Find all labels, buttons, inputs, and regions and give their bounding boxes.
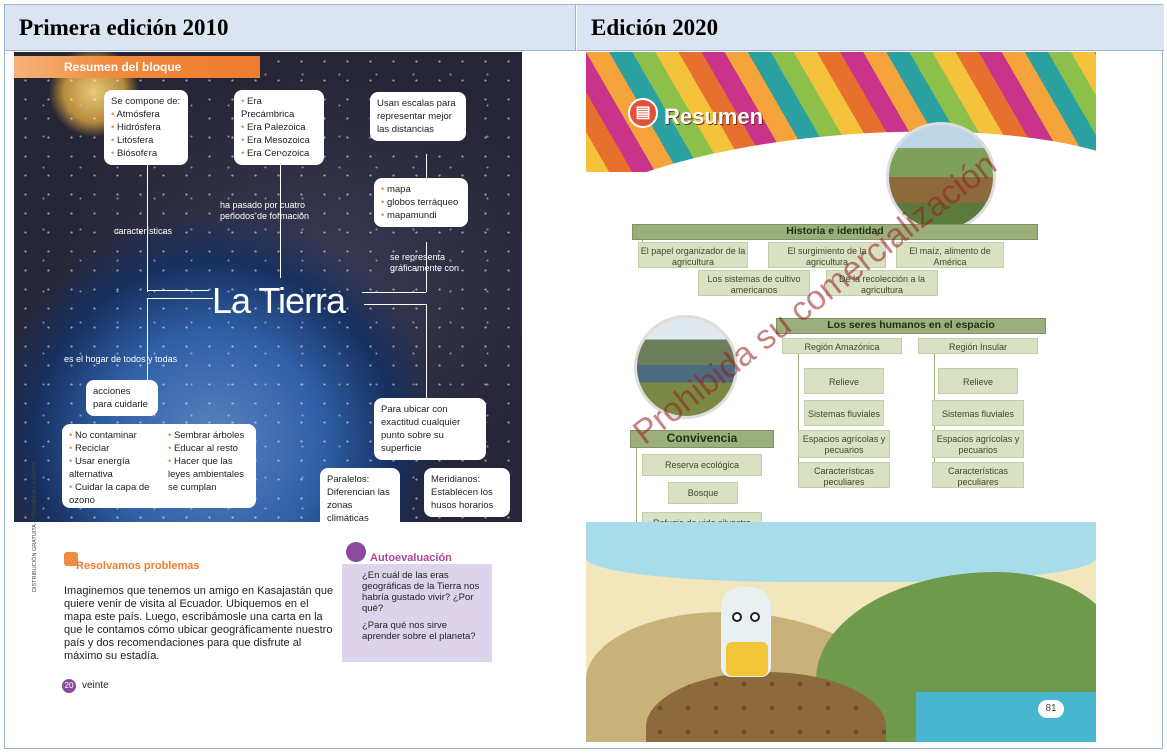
autoevaluacion-box: ¿En cuál de las eras geográficas de la T…: [342, 564, 492, 662]
list-item: Educar al resto: [168, 442, 254, 455]
monster-body: [726, 642, 768, 676]
list-item: Era Precámbrica: [241, 95, 317, 121]
convivencia-bar: Convivencia: [630, 430, 774, 448]
label-periodos: ha pasado por cuatro periodos de formaci…: [220, 200, 310, 221]
list-item: Era Palezoica: [241, 121, 317, 134]
historia-item: El maíz, alimento de América: [896, 242, 1004, 268]
connector-line: [798, 354, 799, 472]
convivencia-item: Bosque: [668, 482, 738, 504]
amazonica-item: Relieve: [804, 368, 884, 394]
region-insular: Región Insular: [918, 338, 1038, 354]
insular-item: Sistemas fluviales: [932, 400, 1024, 426]
box-escalas: Usan escalas para representar mejor las …: [370, 92, 466, 141]
space-background: Resumen del bloque Se compone de: Atmósf…: [14, 52, 522, 522]
page-2020: ▤ Resumen Historia e identidad El papel …: [586, 52, 1096, 742]
banner-resumen-bloque: Resumen del bloque: [14, 56, 260, 78]
connector-line: [364, 304, 426, 305]
insular-item: Características peculiares: [932, 462, 1024, 488]
resolvamos-body: Imaginemos que tenemos un amigo en Kasaj…: [64, 585, 334, 662]
list-item: Litósfera: [111, 134, 181, 147]
water-illustration: [916, 692, 1096, 742]
list-item: Atmósfera: [111, 108, 181, 121]
auto-question-2: ¿Para qué nos sirve aprender sobre el pl…: [362, 620, 476, 642]
prehistoric-photo: [886, 122, 996, 232]
list-item: No contaminar: [69, 429, 157, 442]
box-compone-title: Se compone de:: [111, 96, 181, 107]
connector-line: [280, 154, 281, 278]
comparison-table: Primera edición 2010 Edición 2020: [4, 4, 1164, 749]
historia-item: De la recolección a la agricultura: [826, 270, 938, 296]
center-title: La Tierra: [212, 280, 346, 321]
connector-line: [362, 292, 426, 293]
historia-item: Los sistemas de cultivo americanos: [698, 270, 810, 296]
box-compone: Se compone de: Atmósfera Hidrósfera Litó…: [104, 90, 188, 165]
region-amazonica: Región Amazónica: [782, 338, 902, 354]
list-item: Era Cenozoica: [241, 147, 317, 160]
list-item: Reciclar: [69, 442, 157, 455]
page-2010: Resumen del bloque Se compone de: Atmósf…: [14, 52, 522, 693]
insular-item: Relieve: [938, 368, 1018, 394]
kite-icon: [346, 542, 366, 562]
list-item: Usar energía alternativa: [69, 455, 157, 481]
page-number-word: veinte: [82, 680, 109, 691]
page-number-badge: 20: [62, 679, 76, 693]
amazonica-item: Sistemas fluviales: [804, 400, 884, 426]
amazonica-item: Características peculiares: [798, 462, 890, 488]
list-item: Sembrar árboles: [168, 429, 254, 442]
insular-item: Espacios agrícolas y pecuarios: [932, 430, 1024, 458]
box-mapa: mapa globos terráqueo mapamundi: [374, 178, 468, 227]
convivencia-item: Reserva ecológica: [642, 454, 762, 476]
box-ubicar: Para ubicar con exactitud cualquier punt…: [374, 398, 486, 460]
connector-line: [636, 448, 637, 528]
connector-line: [426, 304, 427, 400]
list-item: Era Mesozoica: [241, 134, 317, 147]
label-caracteristicas: características: [114, 226, 173, 236]
resolvamos-title: Resolvamos problemas: [76, 560, 200, 572]
puzzle-icon: [64, 552, 78, 566]
connector-line: [426, 242, 427, 292]
label-hogar: es el hogar de todos y todas: [64, 354, 178, 364]
amazonica-item: Espacios agrícolas y pecuarios: [798, 430, 890, 458]
label-representa: se representa gráficamente con: [390, 252, 460, 273]
list-item: globos terráqueo: [381, 196, 461, 209]
seres-bar: Los seres humanos en el espacio: [776, 318, 1046, 334]
list-item: mapamundi: [381, 209, 461, 222]
box-meridianos: Meridianos: Establecen los husos horario…: [424, 468, 510, 517]
header-left: Primera edición 2010: [5, 5, 576, 51]
monster-eye: [732, 612, 742, 622]
connector-line: [147, 290, 209, 291]
box-eras: Era Precámbrica Era Palezoica Era Mesozo…: [234, 90, 324, 165]
connector-line: [426, 154, 427, 178]
connector-line: [147, 298, 213, 299]
historia-bar: Historia e identidad: [632, 224, 1038, 240]
box-paralelos: Paralelos: Diferencian las zonas climáti…: [320, 468, 400, 522]
box-cuidar: No contaminar Reciclar Usar energía alte…: [62, 424, 256, 508]
page-number-badge: 81: [1038, 700, 1064, 718]
list-item: mapa: [381, 183, 461, 196]
list-item: Cuidar la capa de ozono: [69, 481, 157, 507]
book-icon: ▤: [628, 98, 658, 128]
auto-question-1: ¿En cuál de las eras geográficas de la T…: [362, 570, 480, 614]
connector-line: [147, 298, 148, 388]
monster-eye: [750, 612, 760, 622]
lake-photo: [634, 315, 738, 419]
page-title: Resumen: [664, 104, 764, 129]
box-acciones: acciones para cuidarle: [86, 380, 158, 416]
list-item: Biósofera: [111, 147, 181, 160]
connector-line: [147, 152, 148, 292]
side-notice: DISTRIBUCIÓN GRATUITA - PROHIBIDA LA VEN…: [32, 462, 38, 592]
list-item: Hidrósfera: [111, 121, 181, 134]
list-item: Hacer que las leyes ambientales se cumpl…: [168, 455, 254, 494]
historia-item: El surgimiento de la agricultura: [768, 242, 886, 268]
turtle-shell-illustration: [646, 672, 886, 742]
header-right: Edición 2020: [577, 5, 1164, 51]
historia-item: El papel organizador de la agricultura: [638, 242, 748, 268]
autoevaluacion-title: Autoevaluación: [370, 552, 452, 564]
